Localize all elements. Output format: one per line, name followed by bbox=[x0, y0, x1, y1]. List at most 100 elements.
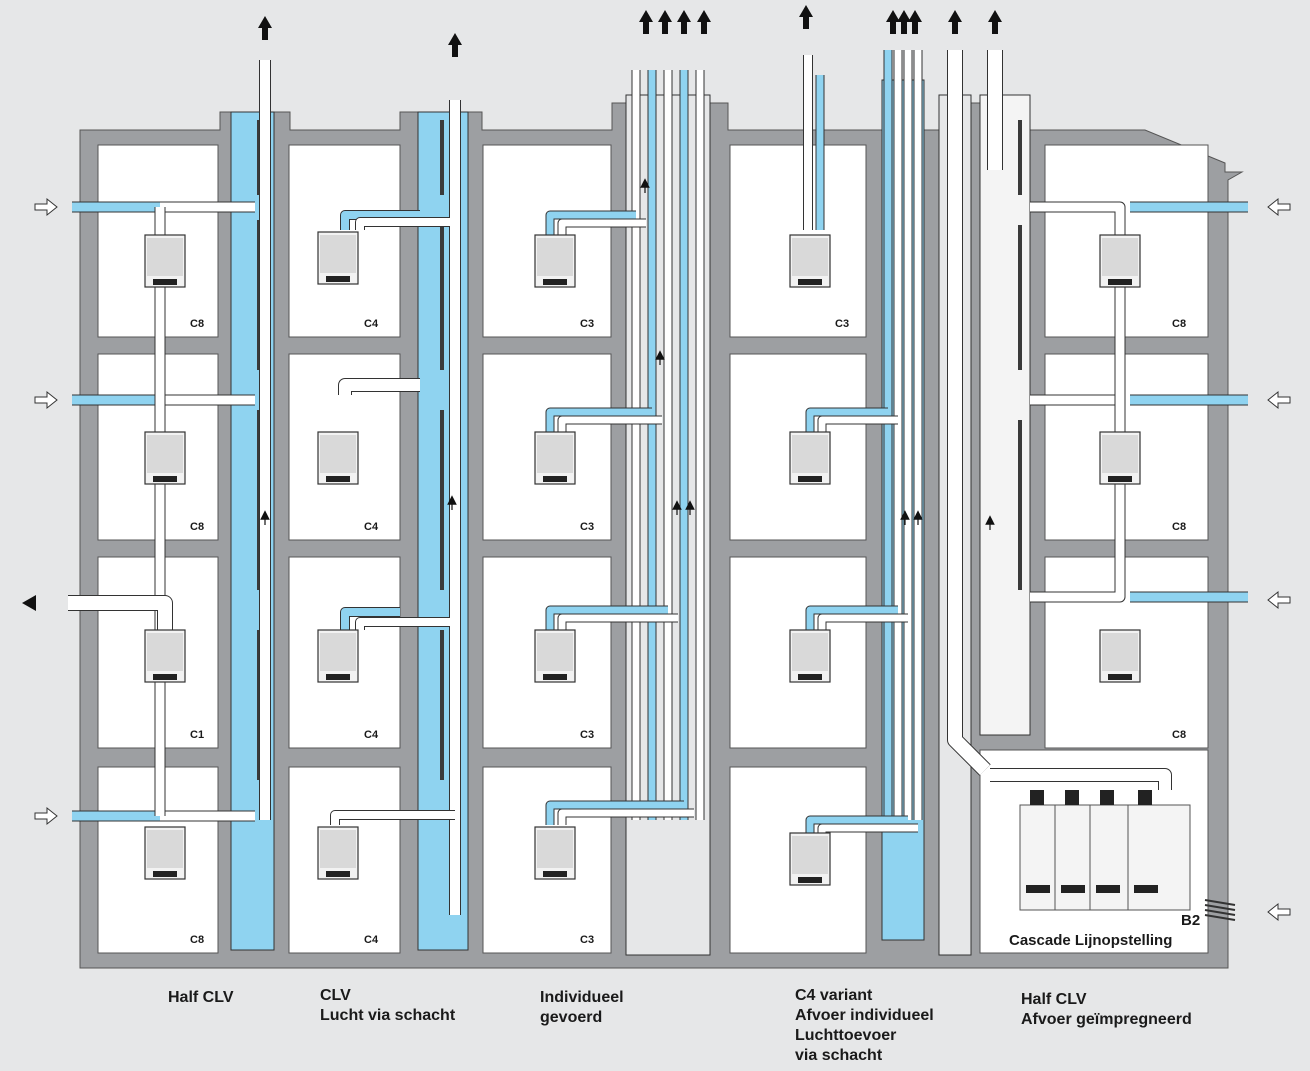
cascade-display bbox=[1134, 885, 1158, 893]
inflow-arrow bbox=[34, 197, 58, 217]
inflow-arrow bbox=[1267, 390, 1291, 410]
boiler-panel bbox=[1102, 435, 1138, 473]
flue-pipe bbox=[558, 219, 646, 235]
boiler-display bbox=[543, 279, 567, 285]
air-pipe bbox=[341, 608, 400, 630]
boiler-panel bbox=[537, 633, 573, 671]
boiler-panel bbox=[537, 238, 573, 276]
pipes bbox=[68, 50, 1248, 915]
boilers bbox=[144, 231, 1141, 886]
wall-boiler bbox=[144, 431, 186, 485]
cascade-boilers bbox=[1019, 790, 1236, 921]
flue-pipe bbox=[990, 769, 1171, 790]
caption-half-clv-2: Half CLV Afvoer geïmpregneerd bbox=[1021, 990, 1192, 1030]
boiler-panel bbox=[147, 435, 183, 473]
boiler-display bbox=[326, 871, 350, 877]
room-type-label: C3 bbox=[580, 934, 594, 946]
b2-label: B2 bbox=[1181, 912, 1200, 929]
cascade-boiler bbox=[1054, 790, 1094, 911]
caption-line: C4 variant bbox=[795, 987, 873, 1004]
inflow-arrow bbox=[34, 806, 58, 826]
room-type-label: C4 bbox=[364, 729, 379, 741]
wall-boiler bbox=[534, 826, 576, 880]
air-pipe bbox=[806, 606, 898, 630]
boiler-panel bbox=[320, 830, 356, 868]
cascade-label: Cascade Lijnopstelling bbox=[1009, 932, 1172, 949]
caption-clv: CLV Lucht via schacht bbox=[320, 986, 455, 1026]
wall-boiler bbox=[534, 234, 576, 288]
exhaust-arrow bbox=[908, 10, 922, 34]
exhaust-arrow bbox=[639, 10, 653, 34]
boiler-panel bbox=[792, 836, 828, 874]
flue-pipe bbox=[818, 614, 908, 630]
caption-line: CLV bbox=[320, 987, 351, 1004]
cascade-display bbox=[1026, 885, 1050, 893]
exhaust-arrow bbox=[886, 10, 900, 34]
room-type-label: C1 bbox=[190, 729, 204, 741]
room-type-label: C8 bbox=[190, 934, 204, 946]
air-pipe bbox=[341, 211, 420, 230]
boiler-display bbox=[326, 476, 350, 482]
exhaust-arrow bbox=[948, 10, 962, 34]
boiler-panel bbox=[792, 238, 828, 276]
room-type-label: C4 bbox=[364, 318, 379, 330]
caption-line: Afvoer individueel bbox=[795, 1007, 934, 1024]
exhaust-arrow bbox=[658, 10, 672, 34]
cascade-body bbox=[1127, 804, 1191, 911]
boiler-panel bbox=[320, 633, 356, 671]
exhaust-arrow bbox=[799, 5, 813, 29]
cascade-boiler bbox=[1089, 790, 1129, 911]
caption-line: Half CLV bbox=[1021, 991, 1087, 1008]
shaft-6 bbox=[979, 94, 1031, 736]
cascade-stub bbox=[1030, 790, 1044, 805]
inflow-arrow bbox=[1267, 590, 1291, 610]
cascade-body bbox=[1054, 804, 1094, 911]
flue-pipe bbox=[339, 379, 420, 395]
wall-boiler bbox=[534, 431, 576, 485]
wall-boiler bbox=[789, 431, 831, 485]
wall-boiler bbox=[144, 826, 186, 880]
boiler-display bbox=[798, 674, 822, 680]
flue-pipe bbox=[331, 811, 455, 825]
wall-boiler bbox=[144, 629, 186, 683]
caption-half-clv: Half CLV bbox=[168, 988, 233, 1008]
caption-line: Lucht via schacht bbox=[320, 1007, 456, 1024]
room-type-label: C8 bbox=[190, 318, 204, 330]
wall-boiler bbox=[789, 629, 831, 683]
cascade-boiler bbox=[1127, 790, 1191, 911]
air-pipe bbox=[546, 606, 668, 630]
boiler-display bbox=[153, 871, 177, 877]
room-type-label: C4 bbox=[364, 521, 379, 533]
boiler-display bbox=[153, 674, 177, 680]
wall-boiler bbox=[317, 629, 359, 683]
flue-pipe bbox=[356, 618, 450, 630]
caption-line: Afvoer geïmpregneerd bbox=[1021, 1011, 1192, 1028]
grille-slat bbox=[1204, 914, 1236, 921]
boiler-display bbox=[543, 871, 567, 877]
air-pipe bbox=[546, 408, 652, 432]
boiler-display bbox=[798, 279, 822, 285]
boiler-panel bbox=[147, 830, 183, 868]
caption-line: via schacht bbox=[795, 1047, 883, 1064]
cascade-stub bbox=[1100, 790, 1114, 805]
boiler-panel bbox=[320, 235, 356, 273]
room-type-label: C4 bbox=[364, 934, 379, 946]
flue-pipe bbox=[558, 809, 694, 825]
cascade-stub bbox=[1138, 790, 1152, 805]
boiler-display bbox=[1108, 674, 1132, 680]
room-type-label: C3 bbox=[835, 318, 849, 330]
exhaust-arrow bbox=[697, 10, 711, 34]
exhaust-arrow-left bbox=[22, 595, 36, 611]
room-type-label: C8 bbox=[190, 521, 204, 533]
boiler-display bbox=[798, 877, 822, 883]
wall-boiler bbox=[789, 234, 831, 288]
caption-line: Individueel bbox=[540, 989, 624, 1006]
boiler-panel bbox=[792, 633, 828, 671]
air-pipe bbox=[546, 801, 684, 825]
exhaust-arrow bbox=[988, 10, 1002, 34]
air-pipe bbox=[806, 408, 888, 432]
wall-boiler bbox=[317, 231, 359, 285]
wall-boiler bbox=[534, 629, 576, 683]
